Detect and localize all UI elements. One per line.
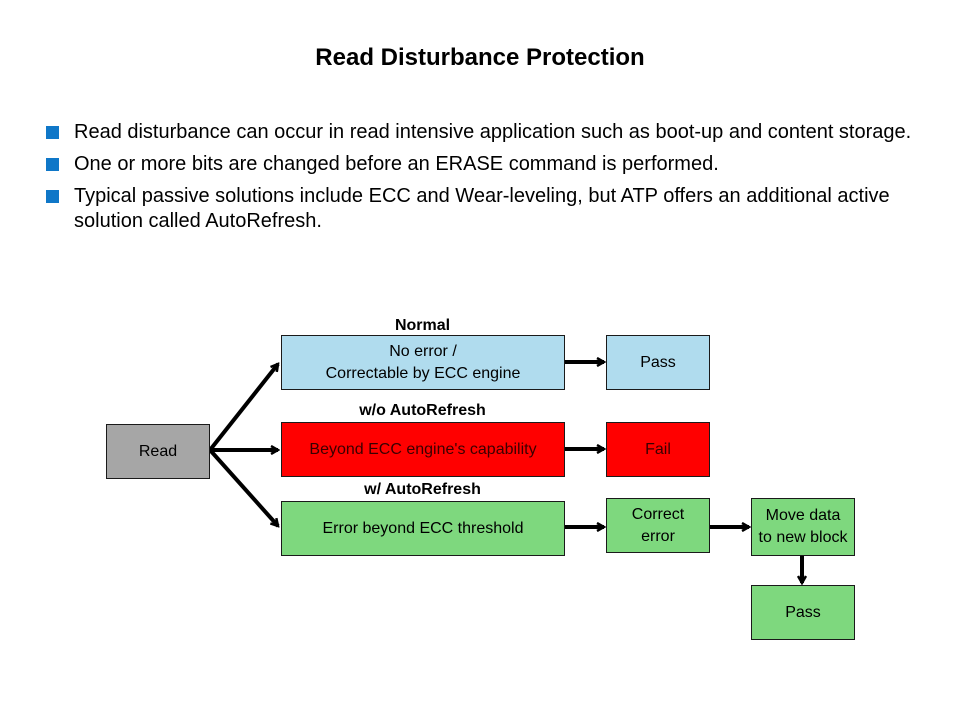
- bullet-item: Read disturbance can occur in read inten…: [44, 120, 924, 145]
- bullet-text: Typical passive solutions include ECC an…: [74, 185, 890, 232]
- bullet-list: Read disturbance can occur in read inten…: [44, 120, 924, 241]
- bullet-item: One or more bits are changed before an E…: [44, 152, 924, 177]
- pass-label: Pass: [785, 603, 821, 621]
- normal-label: Normal: [394, 317, 451, 334]
- bullet-square-icon: [46, 158, 59, 171]
- normal-box-line1: No error /: [389, 342, 457, 360]
- bullet-square-icon: [46, 190, 59, 203]
- with-autorefresh-label: w/ AutoRefresh: [364, 481, 481, 498]
- without-autorefresh-label: w/o AutoRefresh: [359, 402, 486, 419]
- fail-box: Fail: [606, 422, 710, 477]
- arrow-read-to-with: [208, 448, 278, 526]
- read-label: Read: [138, 442, 178, 460]
- normal-box-line2: Correctable by ECC engine: [325, 364, 521, 382]
- error-threshold-label: Error beyond ECC threshold: [322, 519, 524, 537]
- bullet-square-icon: [46, 126, 59, 139]
- read-box: Read: [106, 424, 210, 479]
- error-threshold-box: Error beyond ECC threshold: [281, 501, 565, 556]
- bullet-item: Typical passive solutions include ECC an…: [44, 184, 924, 234]
- move-data-line1: Move data: [765, 507, 841, 524]
- beyond-ecc-box: Beyond ECC engine's capability: [281, 422, 565, 477]
- slide-title: Read Disturbance Protection: [315, 44, 645, 71]
- correct-error-box: Correct error: [606, 498, 710, 553]
- bullet-text: Read disturbance can occur in read inten…: [74, 121, 912, 143]
- normal-box: No error / Correctable by ECC engine: [281, 335, 565, 390]
- correct-error-line1: Correct: [631, 505, 685, 523]
- beyond-ecc-label: Beyond ECC engine's capability: [309, 440, 537, 458]
- correct-error-line2: error: [641, 527, 675, 545]
- arrow-read-to-normal: [208, 364, 280, 452]
- fail-label: Fail: [645, 440, 671, 458]
- pass-label: Pass: [640, 353, 676, 371]
- pass-box-normal: Pass: [606, 335, 710, 390]
- pass-box-autorefresh: Pass: [751, 585, 855, 640]
- move-data-line2: to new block: [758, 529, 848, 546]
- bullet-text: One or more bits are changed before an E…: [74, 153, 719, 175]
- move-data-box: Move data to new block: [751, 498, 855, 556]
